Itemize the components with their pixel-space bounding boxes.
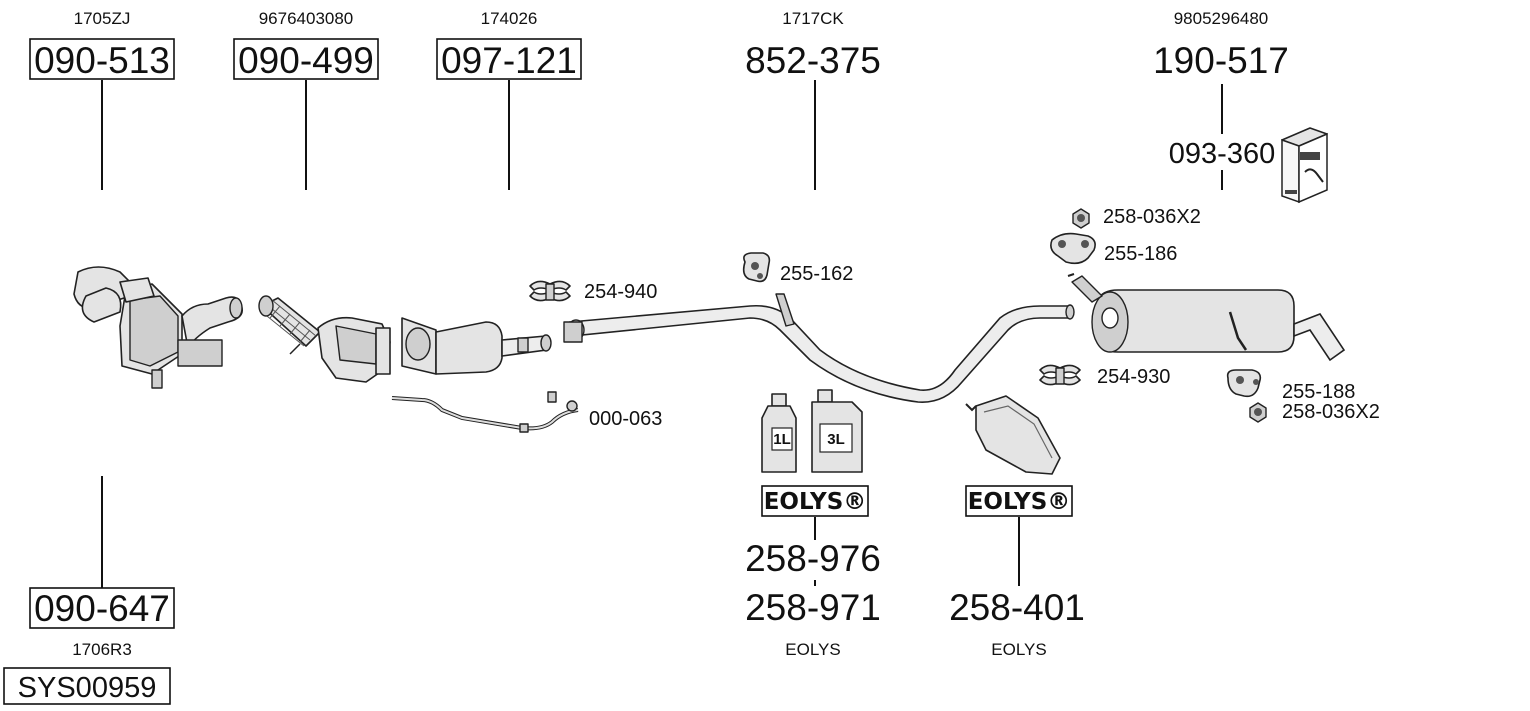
part-090-513-label: 090-513: [34, 40, 170, 81]
ref-174026: 174026: [481, 9, 538, 28]
part-254-940[interactable]: 254-940: [584, 281, 657, 303]
part-090-499-label: 090-499: [238, 40, 374, 81]
rubber-hanger-icon-255-186: [1050, 232, 1096, 265]
bottle-1l-label: 1L: [773, 431, 791, 448]
eolys-logo-a: EOLYS®: [761, 485, 869, 517]
ref-9676403080: 9676403080: [259, 9, 354, 28]
eolys-logo-a-text: EOLYS®: [764, 489, 867, 515]
eolys-logo-b-text: EOLYS®: [968, 489, 1071, 515]
system-number-label: SYS00959: [18, 672, 157, 704]
part-255-186[interactable]: 255-186: [1104, 243, 1177, 265]
clamp-icon-254-930: [1039, 364, 1081, 386]
ref-eolys-b: EOLYS: [991, 640, 1046, 659]
part-097-121-label: 097-121: [441, 40, 577, 81]
ref-9805296480: 9805296480: [1174, 9, 1269, 28]
clamp-icon-254-940: [529, 280, 571, 302]
part-254-930[interactable]: 254-930: [1097, 366, 1170, 388]
mounting-kit-box-icon: [1281, 127, 1328, 204]
part-090-647[interactable]: 090-647: [29, 587, 175, 629]
nut-icon-bottom: [1249, 402, 1267, 423]
additive-tank-icon: [965, 395, 1061, 475]
pressure-sensor-hose-icon: [391, 391, 579, 433]
part-255-162[interactable]: 255-162: [780, 263, 853, 285]
particulate-filter-icon: [401, 317, 552, 375]
can-3l-label: 3L: [827, 431, 845, 448]
part-090-647-label: 090-647: [34, 588, 170, 629]
ref-eolys-a: EOLYS: [785, 640, 840, 659]
part-093-360[interactable]: 093-360: [1169, 138, 1275, 170]
part-258-976[interactable]: 258-976: [745, 538, 881, 579]
intermediate-pipe-icon: [563, 293, 1075, 403]
ref-1717ck: 1717CK: [782, 9, 844, 28]
rubber-hanger-icon-255-188: [1226, 369, 1262, 398]
part-097-121[interactable]: 097-121: [436, 38, 582, 81]
manifold-catalyst-icon: [73, 266, 244, 389]
flex-pipe-catalyst-icon: [258, 295, 391, 383]
rear-muffler-icon: [1067, 273, 1346, 362]
ref-1705zj: 1705ZJ: [74, 9, 131, 28]
additive-bottle-1l-icon: 1L: [761, 393, 797, 473]
part-090-499[interactable]: 090-499: [233, 38, 379, 81]
part-258-401[interactable]: 258-401: [949, 587, 1085, 628]
additive-can-3l-icon: 3L: [811, 389, 863, 473]
part-255-188[interactable]: 255-188: [1282, 381, 1355, 403]
rubber-hanger-icon-255-162: [742, 252, 771, 283]
ref-1706r3: 1706R3: [72, 640, 132, 659]
part-190-517[interactable]: 190-517: [1153, 40, 1289, 81]
part-258-971[interactable]: 258-971: [745, 587, 881, 628]
part-258-036x2-b[interactable]: 258-036X2: [1282, 401, 1380, 423]
part-852-375[interactable]: 852-375: [745, 40, 881, 81]
part-258-036x2-a[interactable]: 258-036X2: [1103, 206, 1201, 228]
system-number[interactable]: SYS00959: [3, 667, 171, 705]
part-000-063[interactable]: 000-063: [589, 408, 662, 430]
eolys-logo-b: EOLYS®: [965, 485, 1073, 517]
nut-icon-top: [1072, 208, 1090, 229]
part-090-513[interactable]: 090-513: [29, 38, 175, 81]
